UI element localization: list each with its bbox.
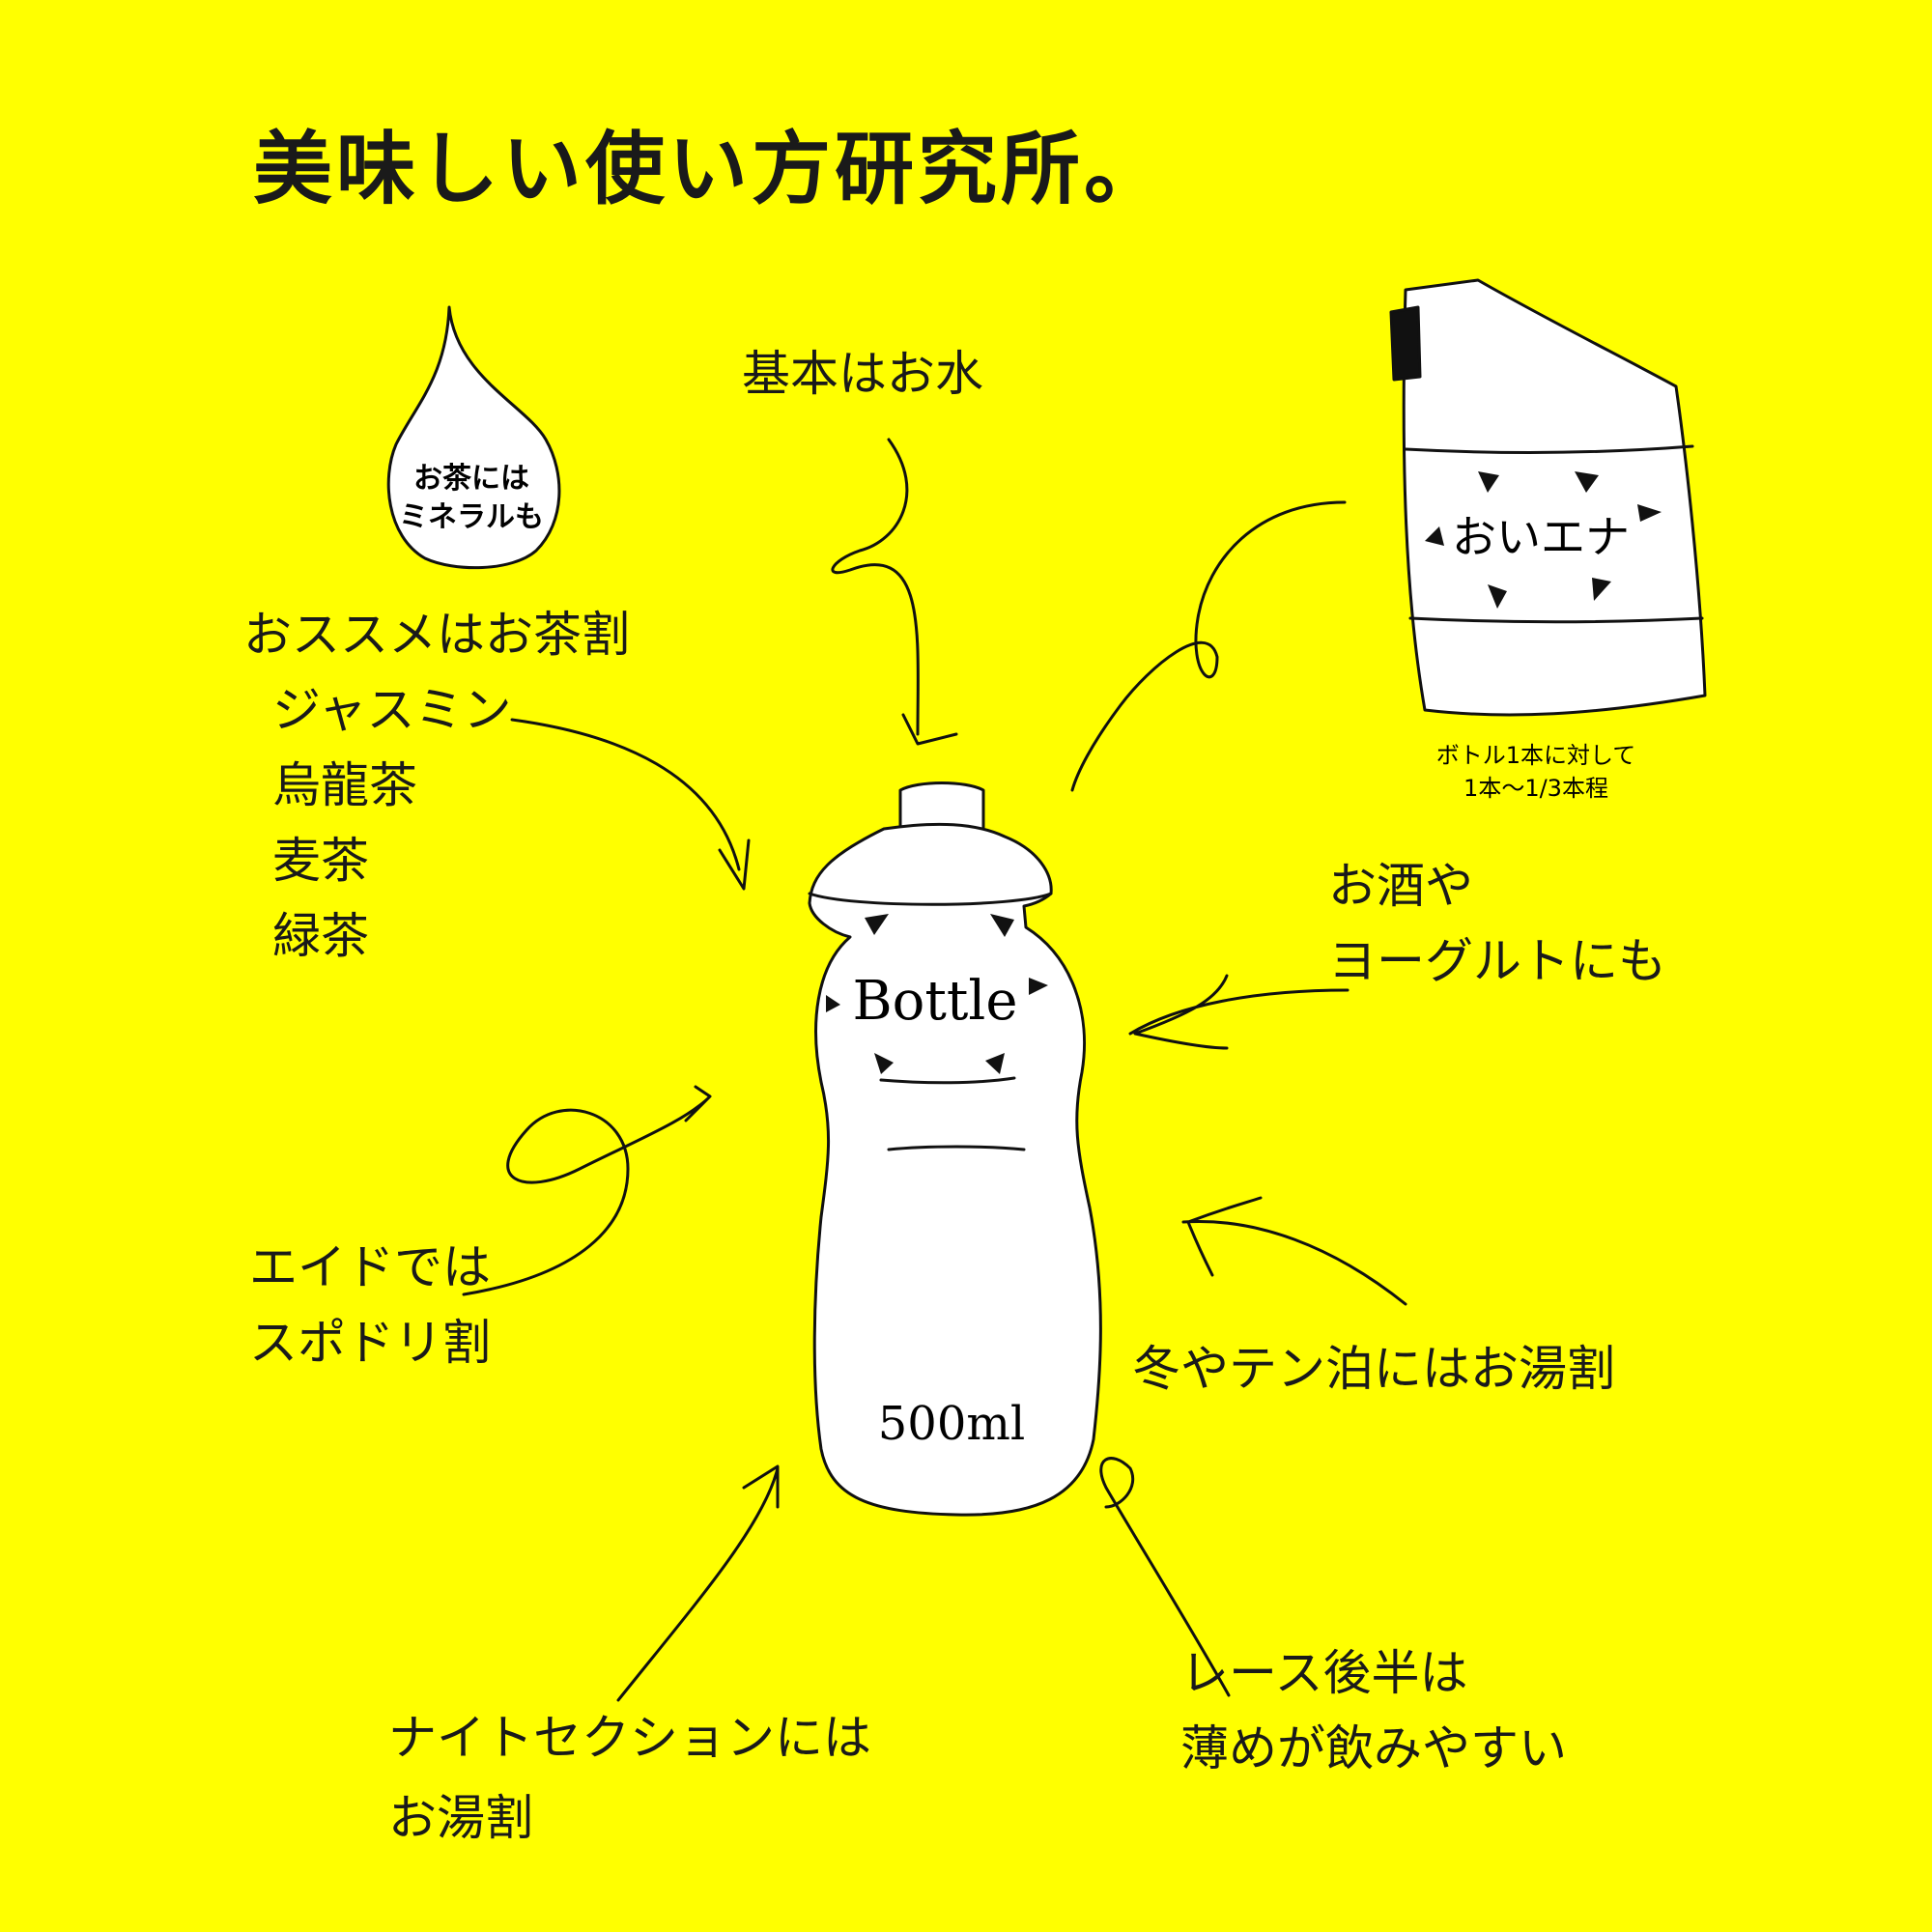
water-drop-icon [386, 305, 561, 570]
bottle-icon [808, 781, 1102, 1517]
label-race-line1: レース後半は [1180, 1645, 1468, 1701]
label-aid-line1: エイドでは [249, 1239, 491, 1295]
pouch-note-line2: 1本〜1/3本程 [1463, 775, 1608, 802]
label-night-line2: お湯割 [388, 1790, 533, 1846]
label-tea-item: ジャスミン [272, 682, 512, 738]
label-water: 基本はお水 [742, 346, 983, 402]
arrow-pouch [1070, 500, 1347, 792]
arrow-night [616, 1464, 780, 1702]
drop-text-line1: お茶には [413, 462, 529, 496]
label-tea-item: 烏龍茶 [272, 757, 417, 813]
arrow-aid [462, 1085, 712, 1296]
label-race-line2: 薄めが飲みやすい [1180, 1720, 1567, 1776]
page-title: 美味しい使い方研究所。 [253, 123, 1168, 215]
pouch-triangles [1425, 471, 1662, 609]
arrow-alcohol [1128, 974, 1350, 1050]
label-alcohol-line1: お酒や [1328, 858, 1473, 914]
label-tea-item: 緑茶 [272, 908, 369, 964]
pouch-name: おいエナ [1452, 511, 1630, 563]
label-alcohol-line2: ヨーグルトにも [1328, 933, 1666, 989]
label-tea-head: おススメはお茶割 [243, 607, 630, 663]
arrow-tea [510, 718, 751, 891]
bottle-triangles [826, 914, 1048, 1074]
bottle-volume: 500ml [878, 1397, 1025, 1451]
bottle-name: Bottle [853, 970, 1018, 1033]
arrow-water [831, 438, 958, 746]
label-aid-line2: スポドリ割 [249, 1315, 491, 1371]
drop-text-line2: ミネラルも [399, 500, 544, 534]
pouch-note-line1: ボトル1本に対して [1436, 742, 1636, 769]
label-winter: 冬やテン泊にはお湯割 [1132, 1341, 1615, 1397]
pouch-icon [1389, 278, 1707, 717]
label-night-line1: ナイトセクションには [388, 1710, 871, 1766]
arrow-race [1099, 1457, 1231, 1697]
arrow-winter [1181, 1196, 1407, 1306]
label-tea-item: 麦茶 [272, 833, 369, 889]
